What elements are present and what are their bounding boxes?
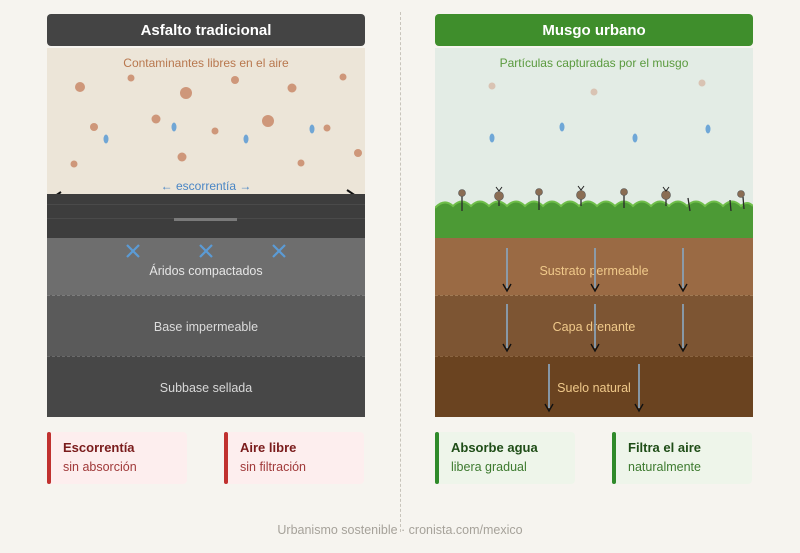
blocked-water-icons xyxy=(126,244,286,258)
clean-air xyxy=(435,48,753,208)
layer-sustrato-label: Sustrato permeable xyxy=(539,263,649,278)
layer-base-label: Base impermeable xyxy=(153,319,259,334)
card-absorbe-agua: Absorbe agua libera gradual xyxy=(435,432,575,484)
polluted-air xyxy=(47,48,365,194)
layer-drenante-label: Capa drenante xyxy=(552,319,636,334)
moss-panel: Musgo urbano Partículas capturadas por e… xyxy=(435,14,753,484)
asphalt-panel: Asfalto tradicional Contaminantes libres… xyxy=(47,14,365,484)
layer-suelo: Suelo natural xyxy=(435,356,753,417)
card-filtra-aire: Filtra el aire naturalmente xyxy=(612,432,752,484)
lane-marking xyxy=(174,218,237,221)
moss-title: Musgo urbano xyxy=(435,14,753,46)
moss-cards: Absorbe agua libera gradual Filtra el ai… xyxy=(435,432,753,484)
center-divider xyxy=(400,12,401,532)
runoff-label: ← escorrentía → xyxy=(160,179,252,193)
asphalt-surface xyxy=(47,194,365,238)
layer-base: Base impermeable xyxy=(47,295,365,357)
layer-aridos: Áridos compactados xyxy=(47,238,365,295)
card-escorrentia: Escorrentía sin absorción xyxy=(47,432,187,484)
infiltration-arrows xyxy=(502,248,688,413)
pollutants-label: Contaminantes libres en el aire xyxy=(123,56,289,70)
layer-subbase-label: Subbase sellada xyxy=(159,380,253,395)
asphalt-title: Asfalto tradicional xyxy=(47,14,365,46)
layer-drenante: Capa drenante xyxy=(435,295,753,357)
moss-scene: Partículas capturadas por el musgo xyxy=(435,48,753,417)
asphalt-cards: Escorrentía sin absorción Aire libre sin… xyxy=(47,432,365,484)
asphalt-scene: Contaminantes libres en el aire ← escorr… xyxy=(47,48,365,417)
layer-suelo-label: Suelo natural xyxy=(557,380,631,395)
footer-credit: Urbanismo sostenible · cronista.com/mexi… xyxy=(277,523,523,537)
layer-sustrato: Sustrato permeable xyxy=(435,238,753,295)
layer-aridos-label: Áridos compactados xyxy=(149,263,263,278)
captured-particles-label: Partículas capturadas por el musgo xyxy=(499,56,689,70)
moss-surface xyxy=(435,79,753,248)
card-aire-libre: Aire libre sin filtración xyxy=(224,432,364,484)
layer-subbase: Subbase sellada xyxy=(47,356,365,417)
